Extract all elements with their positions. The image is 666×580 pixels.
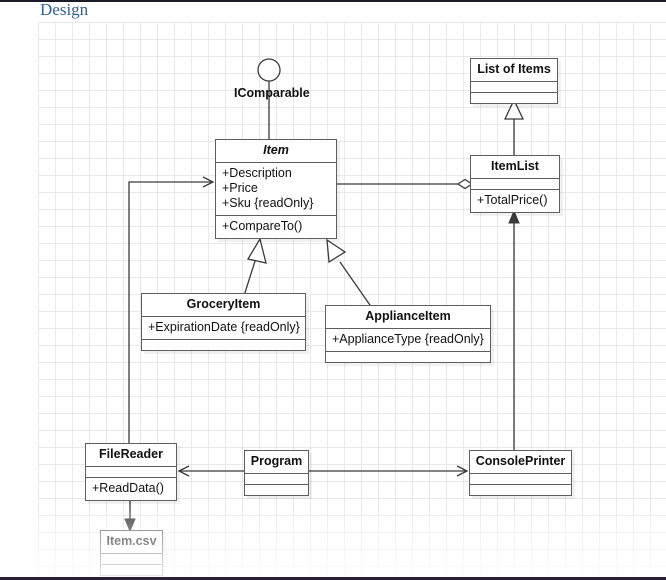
class-attributes-item: +Description +Price +Sku {readOnly}: [216, 162, 336, 215]
class-name-list-of-items: List of Items: [477, 62, 551, 76]
class-box-itemlist[interactable]: ItemList +TotalPrice(): [470, 155, 560, 213]
attribute: +Description: [222, 166, 292, 180]
class-operations-consoleprinter: [470, 484, 571, 495]
class-operations-list-of-items: [471, 92, 557, 103]
rel-groceryitem-item: [242, 237, 267, 300]
rel-filereader-item: [128, 176, 215, 443]
class-box-item-csv[interactable]: Item.csv: [100, 530, 163, 576]
class-attributes-filereader: [86, 466, 176, 477]
class-name-program: Program: [250, 454, 303, 468]
class-box-program[interactable]: Program: [244, 450, 309, 496]
class-operations-filereader: +ReadData(): [86, 477, 176, 500]
interface-label-icomparable: IComparable: [234, 86, 310, 100]
class-name-itemlist: ItemList: [491, 159, 539, 173]
page-title: Design: [40, 0, 89, 19]
class-operations-item: +CompareTo(): [216, 215, 336, 238]
class-box-list-of-items[interactable]: List of Items: [470, 58, 558, 104]
window-bottom-border: [0, 577, 666, 580]
class-box-groceryitem[interactable]: GroceryItem +ExpirationDate {readOnly}: [141, 293, 306, 351]
attribute: +ExpirationDate {readOnly}: [148, 320, 300, 334]
window-top-border: [0, 0, 666, 2]
operation: +CompareTo(): [222, 219, 303, 233]
operation: +ReadData(): [92, 481, 164, 495]
class-box-filereader[interactable]: FileReader +ReadData(): [85, 443, 177, 501]
class-attributes-item-csv: [101, 553, 162, 564]
class-operations-itemlist: +TotalPrice(): [471, 189, 559, 212]
class-attributes-groceryitem: +ExpirationDate {readOnly}: [142, 316, 305, 339]
rel-filereader-itemcsv: [124, 499, 136, 533]
class-name-consoleprinter: ConsolePrinter: [475, 454, 566, 468]
class-name-item-csv: Item.csv: [106, 534, 157, 548]
class-attributes-consoleprinter: [470, 473, 571, 484]
class-operations-item-csv: [101, 564, 162, 575]
class-attributes-list-of-items: [471, 81, 557, 92]
rel-item-icomparable: [257, 58, 281, 139]
class-box-consoleprinter[interactable]: ConsolePrinter: [469, 450, 572, 496]
rel-consoleprinter-itemlist: [508, 209, 520, 450]
operation: +TotalPrice(): [477, 193, 548, 207]
class-box-item[interactable]: Item +Description +Price +Sku {readOnly}…: [215, 139, 337, 239]
attribute: +Sku {readOnly}: [222, 196, 314, 210]
rel-applianceitem-item: [326, 238, 373, 309]
class-operations-program: [245, 484, 308, 495]
class-attributes-program: [245, 473, 308, 484]
rel-itemlist-listofitems: [503, 98, 525, 155]
rel-itemlist-item: [337, 178, 474, 190]
class-box-applianceitem[interactable]: ApplianceItem +ApplianceType {readOnly}: [325, 305, 491, 363]
class-operations-applianceitem: [326, 351, 490, 362]
attribute: +Price: [222, 181, 258, 195]
class-name-item: Item: [263, 143, 289, 157]
class-attributes-applianceitem: +ApplianceType {readOnly}: [326, 328, 490, 351]
class-name-applianceitem: ApplianceItem: [365, 309, 451, 323]
class-attributes-itemlist: [471, 178, 559, 189]
class-operations-groceryitem: [142, 339, 305, 350]
attribute: +ApplianceType {readOnly}: [332, 332, 484, 346]
class-name-filereader: FileReader: [99, 447, 163, 461]
class-name-groceryitem: GroceryItem: [186, 297, 261, 311]
